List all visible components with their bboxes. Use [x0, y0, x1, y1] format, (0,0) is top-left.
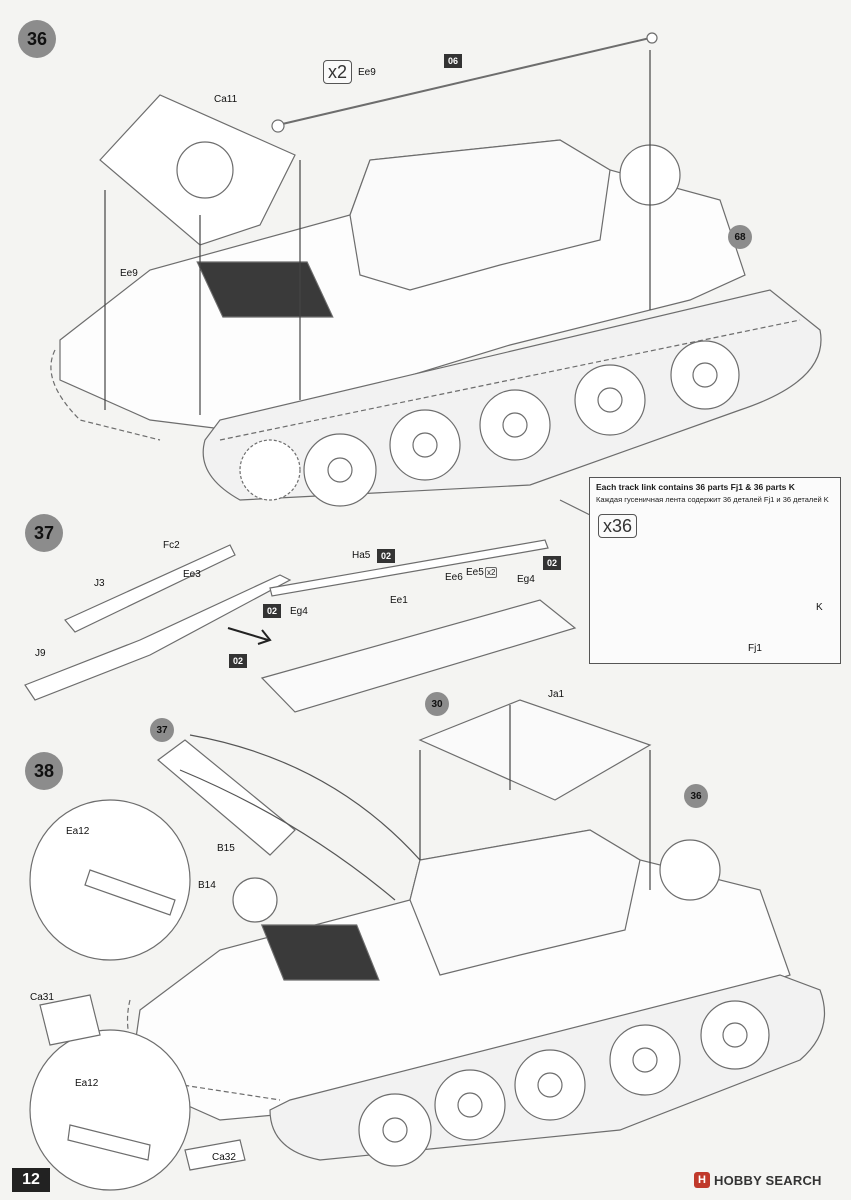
label-ja1: Ja1 [548, 689, 565, 700]
label-fc2: Fc2 [163, 540, 180, 551]
road-wheel-36-5 [670, 340, 740, 410]
label-j3: J3 [94, 578, 105, 589]
road-wheel-38-3 [514, 1049, 586, 1121]
label-ca31: Ca31 [30, 992, 54, 1003]
road-wheel-36-3 [479, 389, 551, 461]
label-ca11: Ca11 [214, 94, 238, 105]
hobby-search-logo-icon: H [694, 1172, 710, 1188]
superstructure-38 [409, 829, 641, 976]
label-ee6: Ee6 [445, 572, 463, 583]
label-ea12-bottom: Ea12 [75, 1078, 99, 1089]
label-ca32: Ca32 [212, 1152, 236, 1163]
paint-ref-06: 06 [444, 54, 463, 68]
fender-02 [260, 599, 577, 713]
watermark-text: HOBBY SEARCH [714, 1172, 822, 1188]
part-j3 [64, 544, 236, 633]
label-eg4-right: Eg4 [517, 574, 535, 585]
label-b14: B14 [198, 880, 216, 891]
label-ha5: Ha5 [352, 550, 371, 561]
label-ee5: Ee5 [466, 567, 484, 578]
label-b15: B15 [217, 843, 235, 854]
road-wheel-36-2 [389, 409, 461, 481]
track-link-detail-box: Each track link contains 36 parts Fj1 & … [589, 477, 841, 664]
quantity-track-links: x36 [598, 514, 638, 538]
hatch-b14 [232, 877, 278, 923]
label-ea12-top: Ea12 [66, 826, 90, 837]
label-ee9-left: Ee9 [120, 268, 138, 279]
paint-ref-02-fender: 02 [229, 654, 248, 668]
label-ee9-top: Ee9 [358, 67, 376, 78]
road-wheel-38-1 [358, 1093, 432, 1167]
part-ha5 [269, 539, 549, 597]
ref-step-37: 37 [150, 718, 174, 742]
part-37-plate [157, 739, 296, 856]
gun-barrel-36 [277, 37, 651, 126]
hull-top-30 [418, 699, 652, 801]
label-eg4-left: Eg4 [290, 606, 308, 617]
part-j9 [24, 574, 292, 701]
superstructure-36 [349, 139, 611, 291]
road-wheel-38-5 [700, 1000, 770, 1070]
road-wheel-38-4 [609, 1024, 681, 1096]
label-k: K [816, 602, 823, 613]
ref-step-68: 68 [728, 225, 752, 249]
track-note-russian: Каждая гусеничная лента содержит 36 дета… [596, 495, 829, 504]
label-fj1: Fj1 [748, 643, 762, 654]
step-36-badge: 36 [18, 20, 56, 58]
paint-ref-02-eg4-left: 02 [263, 604, 282, 618]
ref-step-30: 30 [425, 692, 449, 716]
sprocket-36 [239, 439, 301, 501]
road-wheel-36-1 [303, 433, 377, 507]
paint-ref-02-eg4-right: 02 [543, 556, 562, 570]
label-j9: J9 [35, 648, 46, 659]
paint-ref-02-ha5: 02 [377, 549, 396, 563]
engine-grille-36 [196, 261, 334, 318]
engine-grille-38 [260, 924, 380, 981]
label-ee1: Ee1 [390, 595, 408, 606]
quantity-ee9: x2 [323, 60, 353, 84]
label-ee3: Ee3 [183, 569, 201, 580]
road-wheel-36-4 [574, 364, 646, 436]
track-note-english: Each track link contains 36 parts Fj1 & … [596, 482, 795, 492]
road-wheel-38-2 [434, 1069, 506, 1141]
page-number: 12 [12, 1168, 50, 1192]
hobby-search-watermark: H HOBBY SEARCH [694, 1172, 822, 1188]
detail-circle-bottom [29, 1029, 191, 1191]
step-38-badge: 38 [25, 752, 63, 790]
ca11-plate [99, 94, 296, 246]
ref-step-36: 36 [684, 784, 708, 808]
quantity-ee5: x2 [485, 567, 498, 578]
step-37-badge: 37 [25, 514, 63, 552]
